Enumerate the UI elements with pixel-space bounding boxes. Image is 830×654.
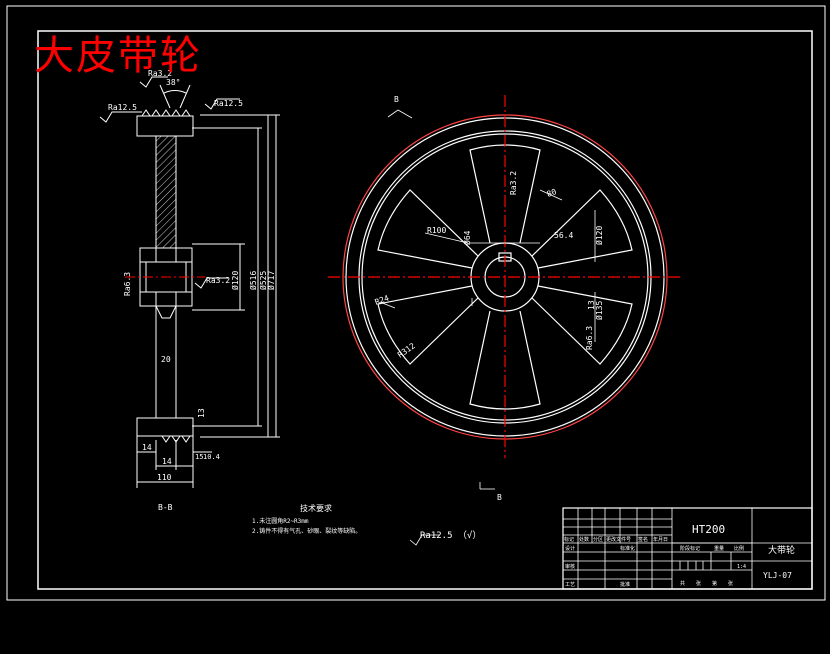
title-block-footer-0: 共 [680, 580, 685, 587]
dim-13: 13 [197, 408, 206, 418]
title-block-row-2: 分区 [593, 536, 603, 543]
groove-angle-label: 38° [166, 78, 180, 87]
title-block-left-2: 工艺 [565, 582, 575, 588]
title-block-part-name: 大带轮 [768, 544, 795, 556]
dim-hub-135: Ø135 [594, 301, 604, 320]
title-block [562, 507, 813, 590]
section-label: B-B [158, 503, 173, 512]
title-block-row-3: 更改文件号 [606, 536, 631, 543]
tech-heading: 技术要求 [300, 503, 332, 513]
view-mark-b-top: B [394, 95, 399, 104]
title-block-stage-2: 比例 [734, 545, 744, 552]
dim-hub-120: Ø120 [594, 226, 604, 245]
web-hatched-upper [155, 135, 177, 249]
title-block-row-1: 处数 [579, 536, 589, 543]
title-block-stage-1: 重量 [714, 545, 724, 552]
title-block-footer-2: 第 [712, 580, 717, 587]
spoke-upper-left [377, 189, 479, 269]
dim-key-64: Ø64 [462, 230, 472, 245]
title-block-scale: 1:4 [737, 564, 746, 570]
spoke-lower-left [377, 285, 479, 365]
dim-key-56-4: 56.4 [554, 231, 573, 240]
dim-14b: 14 [162, 457, 172, 466]
dim-525: Ø525 [258, 271, 268, 290]
title-block-drawing-no: YLJ-07 [763, 571, 792, 580]
sheet-outer-border [6, 5, 826, 601]
spoke-upper-right [531, 189, 633, 269]
spoke-bottom [469, 310, 541, 410]
dim-r312: R312 [396, 341, 417, 360]
dim-20: 20 [161, 355, 171, 364]
roughness-general: Ra12.5 （√） [420, 530, 481, 541]
dim-717: Ø717 [266, 271, 276, 290]
title-block-left-3: 标准化 [620, 545, 635, 552]
title-block-left-4: 批准 [620, 581, 630, 588]
title-block-left-0: 设计 [565, 545, 575, 552]
tech-item-2: 2.铸件不得有气孔、砂眼、裂纹等缺陷。 [252, 527, 361, 535]
rim-bottom [136, 417, 194, 437]
dim-rim-13: 13 [587, 300, 596, 310]
roughness-top-mid: Ra3.2 [148, 69, 172, 78]
dim-10-4: 10.4 [203, 453, 220, 461]
title-block-material: HT200 [692, 523, 725, 536]
roughness-hub-left: Ra6.3 [123, 272, 132, 296]
dim-110: 110 [157, 473, 172, 482]
section-view [99, 76, 280, 488]
roughness-top-left: Ra12.5 [108, 103, 137, 112]
drawing-title: 大皮带轮 [34, 33, 202, 79]
dim-516: Ø516 [248, 271, 258, 290]
title-block-left-1: 审核 [565, 563, 575, 570]
dim-r100: R100 [427, 226, 446, 235]
view-mark-b-bottom: B [497, 493, 502, 502]
front-view [328, 95, 680, 490]
sheet-inner-border [37, 30, 813, 590]
tech-item-1: 1.未注圆角R2~R3mm [252, 517, 309, 525]
dim-80: 80 [546, 187, 558, 199]
title-block-row-4: 签名 [638, 536, 648, 543]
roughness-web2: Ra6.3 [585, 326, 594, 350]
title-block-footer-3: 张 [728, 580, 733, 587]
roughness-web: Ra3.2 [509, 171, 518, 195]
title-block-row-0: 标记 [564, 536, 574, 543]
roughness-hub-right: Ra3.2 [206, 276, 230, 285]
title-block-row-5: 年月日 [653, 536, 668, 543]
dim-14a: 14 [142, 443, 152, 452]
rim-top [136, 115, 194, 137]
spoke-lower-right [531, 285, 633, 365]
dim-120: Ø120 [230, 271, 240, 290]
roughness-top-right: Ra12.5 [214, 99, 243, 108]
title-block-stage-0: 阶段标记 [680, 545, 700, 552]
dim-15: 15 [195, 453, 203, 461]
title-block-footer-1: 张 [696, 580, 701, 587]
